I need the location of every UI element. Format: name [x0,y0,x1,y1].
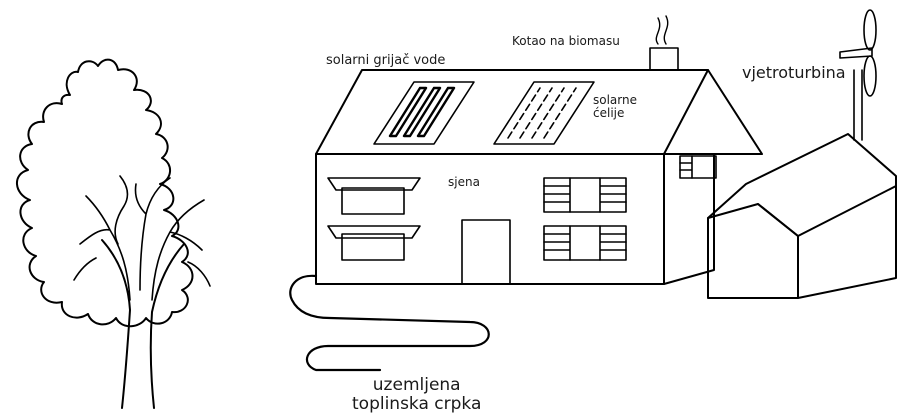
turbine-hub [839,47,873,59]
tree-branches [73,175,211,301]
annex-building [707,133,897,299]
solar-water-heater [373,81,475,145]
awning-window-bottom [341,233,405,261]
tree-trunk-right [149,243,185,409]
house-right-roof [707,69,763,155]
solar-heater-pipe [388,86,456,138]
front-door [461,219,511,285]
label-solar-cells: solarne ćelije [593,93,637,121]
solar-cells-grid [507,87,577,139]
ground-heat-pump-pipe [289,274,490,372]
awning-window-top [341,187,405,215]
solar-cells [493,81,595,145]
tree-trunk-left [101,239,131,409]
label-shade: sjena [448,175,480,189]
label-wind-turbine: vjetroturbina [742,63,846,82]
solar-heater-panel [373,81,475,145]
awning-top [327,177,421,191]
window-shuttered-bottom [543,225,627,261]
turbine-tower [853,69,863,141]
house-front-wall [315,153,665,285]
house-openings [327,155,717,285]
turbine-blade-top [863,9,877,51]
label-biomass-boiler: Kotao na biomasu [512,34,620,48]
label-solar-water-heater: solarni grijač vode [326,53,446,68]
house-side-wall [663,153,715,285]
annex-wall [707,185,897,299]
tree-canopy-outline [16,58,194,328]
window-shuttered-top [543,177,627,213]
wind-turbine [839,9,877,141]
awning-bottom [327,225,421,239]
annex-roof [707,133,897,237]
solar-cells-panel [493,81,595,145]
label-ground-heat-pump: uzemljena toplinska crpka [352,375,482,414]
turbine-blade-bottom [863,55,877,97]
house-chimney [649,47,679,71]
chimney-smoke [655,15,669,45]
side-window [679,155,717,179]
tree [16,58,211,409]
